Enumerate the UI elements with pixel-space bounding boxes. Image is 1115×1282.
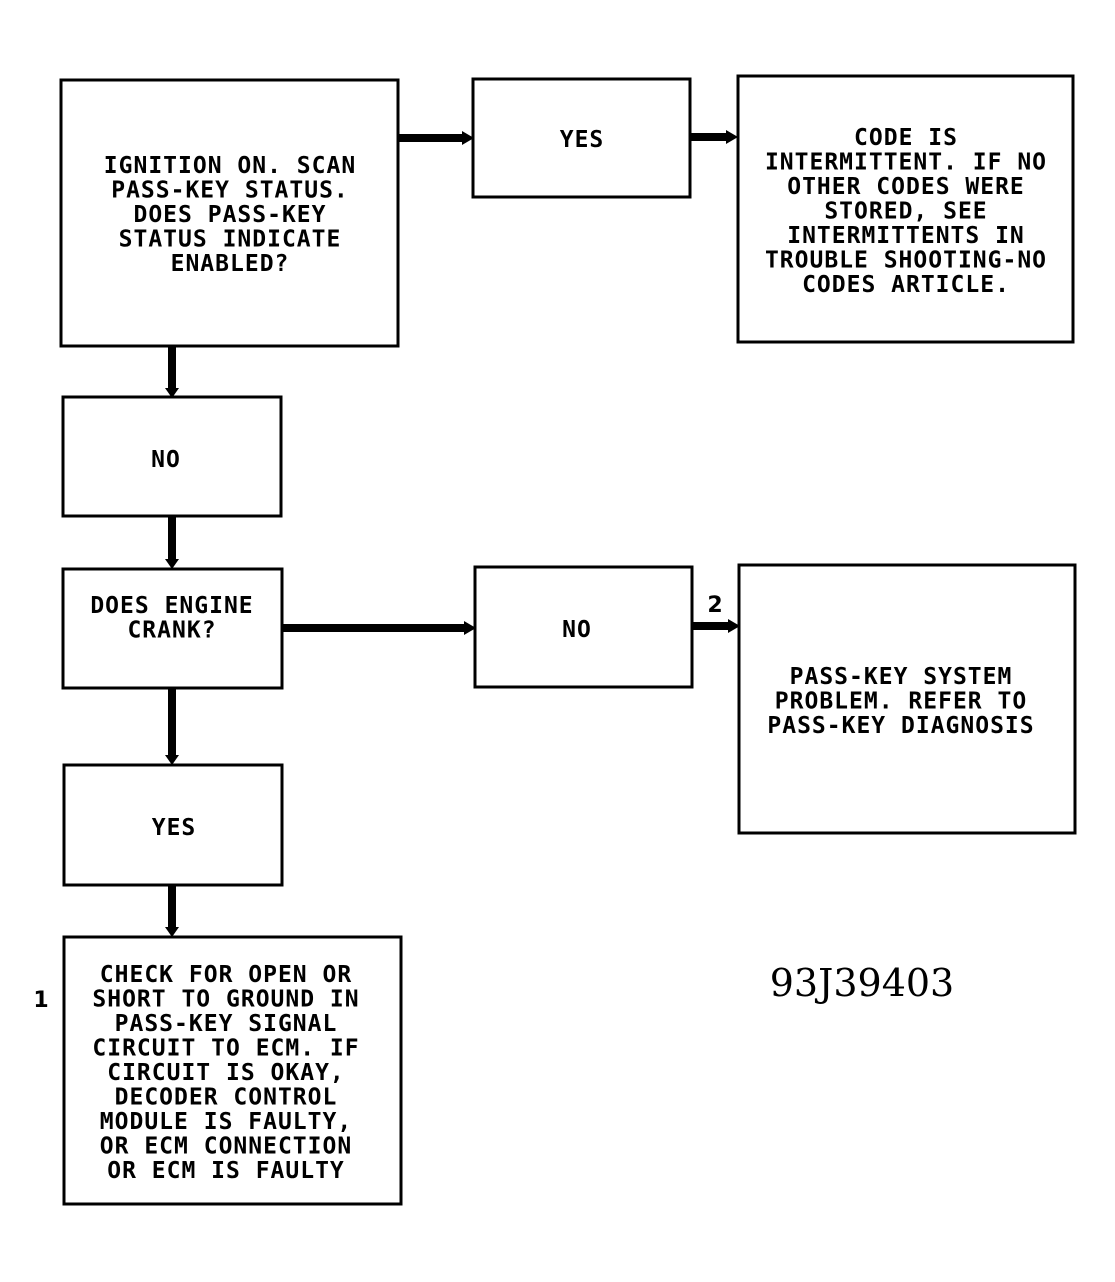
check-circuit-line: DECODER CONTROL <box>115 1085 338 1111</box>
intermittent-line: CODE IS <box>854 125 958 151</box>
check-circuit-line: MODULE IS FAULTY, <box>100 1109 352 1135</box>
yes-box-top <box>471 77 692 199</box>
engine-crank-line: CRANK? <box>127 618 216 644</box>
no-box-left <box>61 395 283 518</box>
arrowhead-yes-to-intermittent <box>726 130 738 144</box>
passkey-problem-box <box>737 563 1077 835</box>
arrowhead-yes-to-check <box>165 927 179 937</box>
check-circuit-line: CIRCUIT IS OKAY, <box>107 1060 345 1086</box>
no-left-line: NO <box>151 447 181 473</box>
arrowhead-start-to-no <box>165 388 179 398</box>
intermittent-line: TROUBLE SHOOTING-NO <box>765 248 1047 274</box>
marker-2: 2 <box>707 593 722 618</box>
check-circuit-box <box>62 935 403 1206</box>
passkey-problem-line: PASS-KEY SYSTEM <box>790 664 1013 690</box>
connectors <box>165 130 740 937</box>
no-box-middle <box>473 565 694 689</box>
yes-left-text: YES <box>152 815 197 841</box>
intermittent-box <box>736 74 1075 344</box>
intermittent-line: STORED, SEE <box>824 199 987 225</box>
intermittent-line: OTHER CODES WERE <box>787 174 1025 200</box>
figure-id: 93J39403 <box>770 961 954 1005</box>
marker-1: 1 <box>33 988 48 1013</box>
check-circuit-line: OR ECM IS FAULTY <box>107 1158 345 1184</box>
no-middle-line: NO <box>562 617 592 643</box>
yes-left-line: YES <box>152 815 197 841</box>
check-circuit-line: SHORT TO GROUND IN <box>92 987 359 1013</box>
start-box <box>59 78 400 348</box>
check-circuit-line: OR ECM CONNECTION <box>100 1134 352 1160</box>
check-circuit-line: CHECK FOR OPEN OR <box>100 962 352 988</box>
yes-box-left <box>62 763 284 887</box>
start-line: IGNITION ON. SCAN <box>104 153 356 179</box>
start-line: PASS-KEY STATUS. <box>111 178 349 204</box>
engine-crank-box <box>61 567 284 690</box>
no-left-text: NO <box>151 447 181 473</box>
no-middle-text: NO <box>562 617 592 643</box>
arrowhead-start-to-yes <box>462 131 474 145</box>
arrowhead-no-to-crank <box>165 559 179 569</box>
passkey-problem-line: PROBLEM. REFER TO <box>775 689 1027 715</box>
engine-crank-line: DOES ENGINE <box>90 593 253 619</box>
passkey-problem-line: PASS-KEY DIAGNOSIS <box>767 713 1034 739</box>
arrowhead-no-to-problem <box>728 619 740 633</box>
check-circuit-line: PASS-KEY SIGNAL <box>115 1011 338 1037</box>
arrowhead-crank-to-no <box>464 621 476 635</box>
start-line: STATUS INDICATE <box>119 227 342 253</box>
intermittent-line: INTERMITTENT. IF NO <box>765 150 1047 176</box>
yes-top-line: YES <box>560 127 605 153</box>
intermittent-line: INTERMITTENTS IN <box>787 223 1025 249</box>
arrowhead-crank-to-yes <box>165 755 179 765</box>
intermittent-line: CODES ARTICLE. <box>802 272 1010 298</box>
start-line: DOES PASS-KEY <box>133 202 326 228</box>
yes-top-text: YES <box>560 127 605 153</box>
start-line: ENABLED? <box>171 251 290 277</box>
check-circuit-line: CIRCUIT TO ECM. IF <box>92 1036 359 1062</box>
